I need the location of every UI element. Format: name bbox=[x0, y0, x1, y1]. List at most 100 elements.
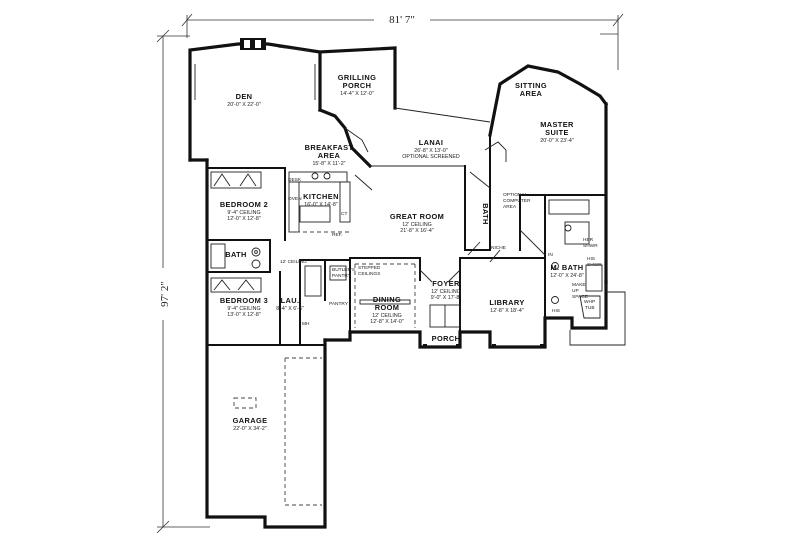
room-label-foyer: FOYER 12' CEILING 9'-0" X 17'-8" bbox=[431, 279, 462, 301]
note-ref: REF. bbox=[332, 232, 342, 238]
svg-text:DEN: DEN bbox=[236, 92, 253, 101]
room-label-porch: PORCH bbox=[432, 334, 461, 343]
note-computer-area-1: OPTIONAL bbox=[503, 192, 528, 198]
note-mh: MH bbox=[302, 321, 310, 327]
note-stepped-ceilings-2: CEILINGS bbox=[358, 271, 380, 277]
room-label-grilling-porch: GRILLING PORCH 14'-4" X 12'-0" bbox=[338, 73, 377, 97]
svg-text:12'-0" X 12'-8": 12'-0" X 12'-8" bbox=[227, 216, 261, 222]
note-her-shwr-2: SHWR bbox=[583, 243, 598, 249]
note-in: IN bbox=[548, 252, 553, 258]
master-bath-fixtures bbox=[548, 199, 603, 319]
room-label-m-bath: M. BATH 12'-0" X 24'-8" bbox=[550, 263, 584, 279]
svg-text:ROOM: ROOM bbox=[375, 303, 400, 312]
room-label-den: DEN 20'-0" X 22'-0" bbox=[227, 92, 261, 108]
closets bbox=[210, 171, 262, 293]
svg-text:MASTER: MASTER bbox=[540, 120, 574, 129]
svg-text:DINING: DINING bbox=[373, 295, 401, 304]
svg-text:12' CEILING: 12' CEILING bbox=[372, 313, 402, 319]
room-label-dining-room: DINING ROOM 12' CEILING 12'-8" X 14'-0" bbox=[370, 295, 404, 325]
note-her-shwr-1: HER bbox=[583, 237, 594, 243]
room-label-garage: GARAGE 22'-0" X 34'-2" bbox=[233, 416, 268, 432]
room-label-kitchen: KITCHEN 16'-0" X 14'-8" bbox=[303, 192, 339, 208]
hall-bath-fixtures bbox=[210, 243, 261, 269]
room-label-sitting-area: SITTING AREA bbox=[515, 81, 547, 98]
room-label-laundry: LAU. 8'-4" X 6'-6" bbox=[276, 296, 304, 312]
overall-width-label: 81' 7" bbox=[389, 14, 415, 26]
svg-text:LAU.: LAU. bbox=[281, 296, 300, 305]
svg-text:20'-0" X 23'-4": 20'-0" X 23'-4" bbox=[540, 138, 574, 144]
note-make-up-space-2: UP bbox=[572, 288, 579, 294]
svg-text:26'-8" X 13'-0": 26'-8" X 13'-0" bbox=[414, 148, 448, 154]
den-chimney bbox=[240, 38, 266, 50]
note-whp-tub-1: WHP bbox=[584, 299, 595, 305]
room-labels: DEN 20'-0" X 22'-0" GRILLING PORCH 14'-4… bbox=[220, 73, 584, 432]
svg-text:SUITE: SUITE bbox=[545, 128, 569, 137]
svg-text:BREAKFAST: BREAKFAST bbox=[305, 143, 354, 152]
detail-lines bbox=[344, 127, 546, 283]
note-computer-area-3: AREA bbox=[503, 204, 517, 210]
svg-text:15'-8" X 11'-2": 15'-8" X 11'-2" bbox=[312, 161, 345, 167]
svg-text:BEDROOM 2: BEDROOM 2 bbox=[220, 200, 268, 209]
note-butlers-pantry-2: PANTRY bbox=[332, 273, 352, 279]
exterior-walls bbox=[188, 42, 626, 529]
svg-text:20'-0" X 22'-0": 20'-0" X 22'-0" bbox=[227, 102, 261, 108]
note-ct: CT bbox=[341, 211, 347, 217]
svg-text:GARAGE: GARAGE bbox=[233, 416, 268, 425]
svg-text:16'-0" X 14'-8": 16'-0" X 14'-8" bbox=[304, 202, 338, 208]
svg-text:13'-0" X 12'-8": 13'-0" X 12'-8" bbox=[227, 312, 261, 318]
svg-text:LIBRARY: LIBRARY bbox=[489, 298, 524, 307]
svg-text:BEDROOM 3: BEDROOM 3 bbox=[220, 296, 268, 305]
svg-text:12'-0" X 24'-8": 12'-0" X 24'-8" bbox=[550, 273, 584, 279]
svg-text:9'-4" CEILING: 9'-4" CEILING bbox=[227, 306, 260, 312]
svg-text:SITTING: SITTING bbox=[515, 81, 547, 90]
room-label-library: LIBRARY 12'-8" X 18'-4" bbox=[489, 298, 524, 314]
svg-text:GRILLING: GRILLING bbox=[338, 73, 377, 82]
note-desk: DESK bbox=[288, 177, 302, 183]
room-label-lanai: LANAI 26'-8" X 13'-0" OPTIONAL SCREENED bbox=[402, 138, 460, 160]
svg-text:GREAT ROOM: GREAT ROOM bbox=[390, 212, 444, 221]
interior-walls bbox=[206, 134, 607, 346]
svg-text:OPTIONAL SCREENED: OPTIONAL SCREENED bbox=[402, 154, 460, 160]
svg-text:12'-8" X 18'-4": 12'-8" X 18'-4" bbox=[490, 308, 524, 314]
svg-text:14'-4" X 12'-0": 14'-4" X 12'-0" bbox=[340, 91, 374, 97]
svg-text:12' CEILING: 12' CEILING bbox=[431, 289, 461, 295]
note-pantry: PANTRY bbox=[329, 301, 349, 307]
note-his-shwr-1: HIS bbox=[587, 256, 595, 262]
note-whp-tub-2: TUB bbox=[585, 305, 595, 311]
overall-depth-label: 97' 2" bbox=[159, 281, 171, 307]
svg-text:12' CEILING: 12' CEILING bbox=[402, 222, 432, 228]
room-label-bath-master: BATH bbox=[481, 203, 490, 225]
svg-text:9'-4" CEILING: 9'-4" CEILING bbox=[227, 210, 260, 216]
svg-text:9'-0" X 17'-8": 9'-0" X 17'-8" bbox=[431, 295, 462, 301]
svg-text:KITCHEN: KITCHEN bbox=[303, 192, 339, 201]
svg-text:12'-8" X 14'-0": 12'-8" X 14'-0" bbox=[370, 319, 404, 325]
svg-text:AREA: AREA bbox=[318, 151, 341, 160]
note-make-up-space-3: SPACE bbox=[572, 294, 588, 300]
kitchen-fixtures bbox=[288, 171, 351, 233]
room-label-bath: BATH bbox=[225, 250, 247, 259]
note-butlers-pantry-1: BUTLER'S bbox=[332, 267, 355, 273]
svg-text:PORCH: PORCH bbox=[432, 334, 461, 343]
svg-text:FOYER: FOYER bbox=[432, 279, 460, 288]
note-niche: NICHE bbox=[491, 245, 506, 251]
note-his-shwr-2: SHWR bbox=[587, 262, 602, 268]
note-make-up-space-1: MAKE bbox=[572, 282, 586, 288]
room-label-master-suite: MASTER SUITE 20'-0" X 23'-4" bbox=[540, 120, 574, 144]
note-ceiling-hall: 12' CEILING bbox=[280, 259, 307, 265]
central-details bbox=[304, 263, 461, 328]
plan-notes: DESK OVEN REF. CT 12' CEILING BUTLER'S P… bbox=[280, 177, 602, 327]
note-his-sink: HIS bbox=[552, 308, 560, 314]
room-label-bedroom-2: BEDROOM 2 9'-4" CEILING 12'-0" X 12'-8" bbox=[220, 200, 268, 222]
room-label-breakfast-area: BREAKFAST AREA 15'-8" X 11'-2" bbox=[305, 143, 354, 167]
porch-columns bbox=[423, 344, 544, 348]
room-label-bedroom-3: BEDROOM 3 9'-4" CEILING 13'-0" X 12'-8" bbox=[220, 296, 268, 318]
note-oven: OVEN bbox=[288, 196, 302, 202]
garage-details bbox=[233, 357, 322, 506]
svg-text:BATH: BATH bbox=[225, 250, 247, 259]
svg-text:21'-8" X 16'-4": 21'-8" X 16'-4" bbox=[400, 228, 434, 234]
svg-text:PORCH: PORCH bbox=[343, 81, 372, 90]
den-windows bbox=[194, 46, 316, 100]
svg-text:22'-0" X 34'-2": 22'-0" X 34'-2" bbox=[233, 426, 267, 432]
svg-text:AREA: AREA bbox=[520, 89, 543, 98]
